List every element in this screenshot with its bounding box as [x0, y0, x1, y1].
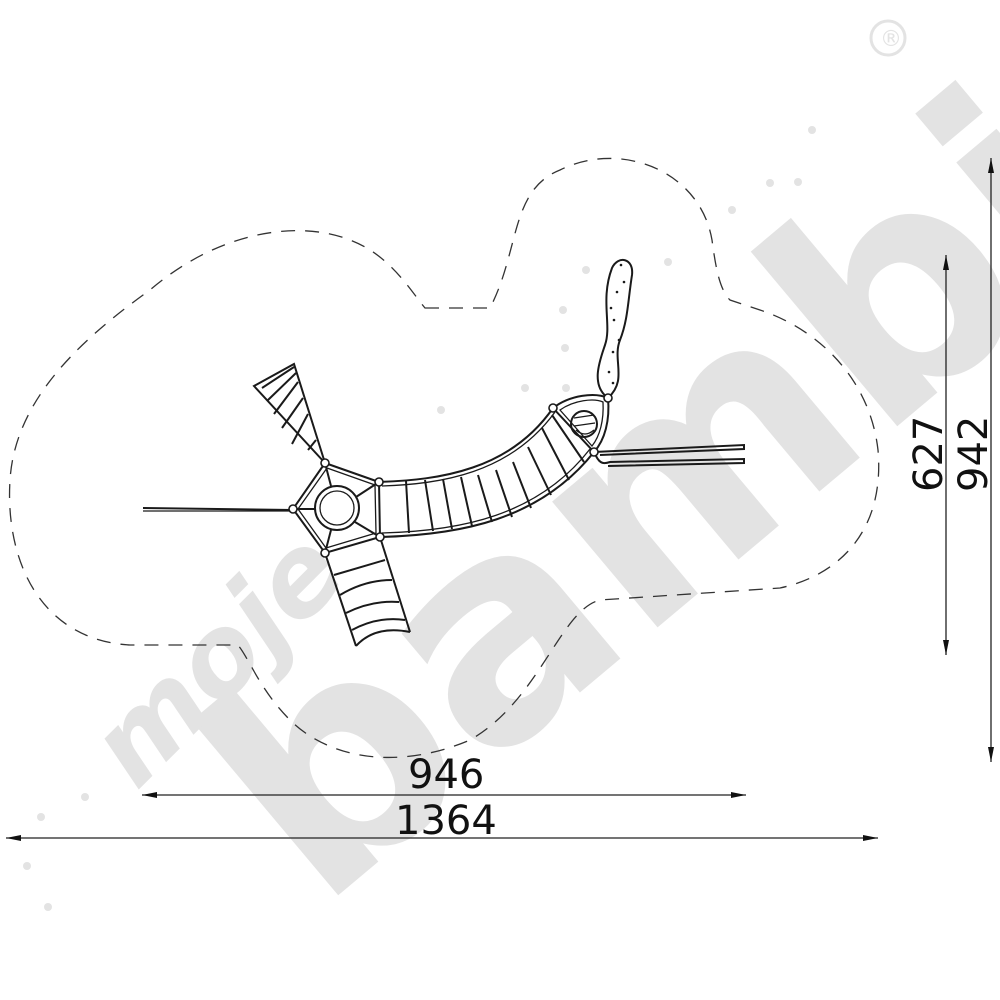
arrow-up-icon	[943, 255, 949, 270]
registered-mark-text: ®	[880, 27, 902, 52]
dimension-label-942: 942	[951, 416, 997, 492]
dimension-width-zone: 1364	[6, 798, 878, 844]
wavy-climbing-wall	[596, 259, 634, 400]
arrow-down-icon	[943, 640, 949, 655]
watermark-bambino: bambino	[140, 0, 1000, 966]
joint-nodes	[288, 393, 613, 558]
dimension-depth-device: 627	[906, 255, 952, 655]
arrow-left-icon	[6, 835, 21, 841]
rope-anchor	[142, 507, 294, 512]
arrow-right-icon	[731, 792, 746, 798]
dimension-label-627: 627	[906, 416, 952, 492]
watermark: ® bambino moje	[23, 0, 1000, 966]
triangular-net-ladder	[252, 362, 326, 464]
dimension-width-device: 946	[142, 752, 746, 798]
arrow-left-icon	[142, 792, 157, 798]
straight-ladder	[324, 536, 411, 647]
dimension-label-1364: 1364	[395, 798, 497, 844]
arrow-down-icon	[988, 747, 994, 762]
curved-rope-bridge	[378, 407, 595, 538]
watermark-dots	[23, 126, 816, 911]
device	[142, 259, 745, 647]
safety-zone-outline	[8, 157, 880, 759]
svg-text:bambino: bambino	[140, 0, 1000, 966]
dimension-label-946: 946	[408, 752, 484, 798]
registered-mark-icon	[869, 19, 907, 57]
arrow-right-icon	[863, 835, 878, 841]
dimension-lines: 946 1364 627 942	[6, 158, 997, 844]
arrow-up-icon	[988, 158, 994, 173]
dimension-depth-zone: 942	[951, 158, 997, 762]
double-rail-bars	[593, 443, 745, 467]
